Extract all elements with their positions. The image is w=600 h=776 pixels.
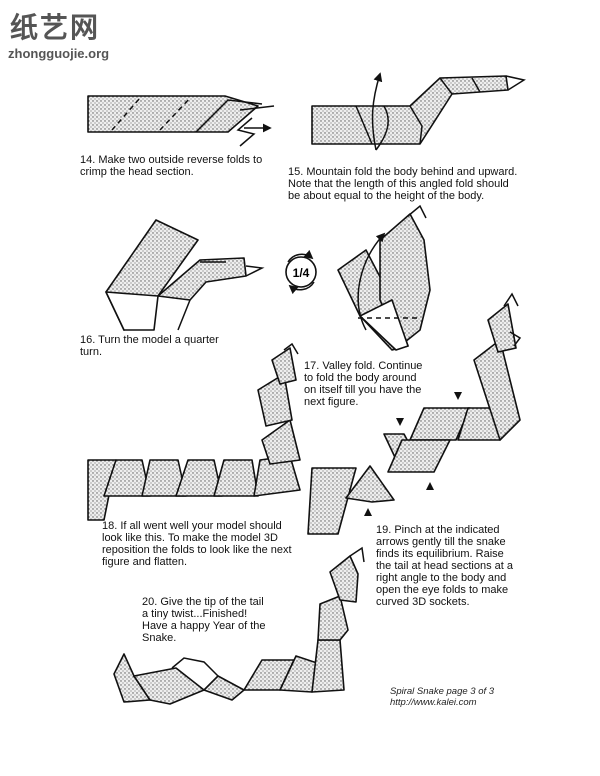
figure-step-17	[337, 204, 431, 351]
figure-step-20	[113, 546, 365, 705]
watermark-logo: 纸艺网	[10, 11, 101, 44]
step-17-caption: 17. Valley fold. Continue to fold the bo…	[304, 360, 423, 408]
step-14-caption: 14. Make two outside reverse folds to cr…	[80, 154, 263, 178]
figure-step-16	[105, 219, 265, 331]
figure-step-14	[87, 95, 275, 147]
watermark-url: zhongguojie.org	[8, 46, 110, 61]
quarter-turn-label: 1/4	[293, 266, 310, 280]
step-19-caption: 19. Pinch at the indicated arrows gently…	[376, 524, 513, 608]
figure-step-15	[311, 72, 526, 151]
step-16-caption: 16. Turn the model a quarter turn.	[80, 334, 219, 358]
figure-step-19	[307, 292, 522, 535]
step-15-caption: 15. Mountain fold the body behind and up…	[288, 166, 518, 202]
quarter-turn-icon	[285, 249, 317, 295]
step-20-caption: 20. Give the tip of the tail a tiny twis…	[142, 596, 266, 644]
page-footer: Spiral Snake page 3 of 3 http://www.kale…	[390, 686, 495, 708]
step-18-caption: 18. If all went well your model should l…	[102, 520, 292, 568]
figure-step-18	[87, 342, 301, 521]
